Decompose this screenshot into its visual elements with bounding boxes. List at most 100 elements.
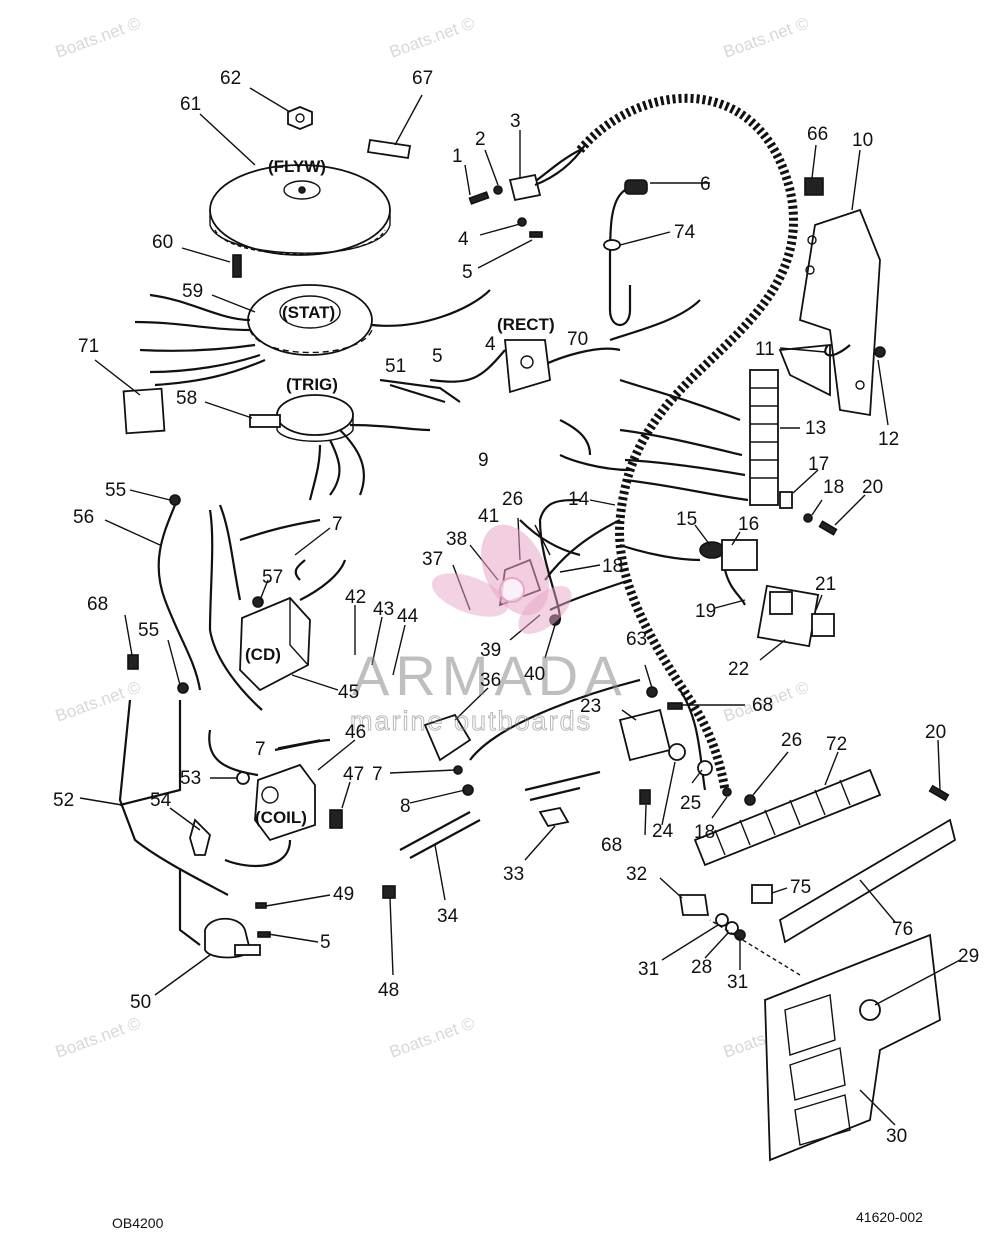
- washer-part: [715, 913, 729, 927]
- flywheel-nut: [287, 106, 313, 130]
- callout-26: 26: [781, 730, 802, 751]
- watermark-text: Boats.net ©: [721, 13, 812, 61]
- screw-part: [127, 654, 139, 670]
- screw-part: [529, 231, 543, 238]
- coil-screw-part: [329, 809, 343, 829]
- callout-66: 66: [807, 124, 828, 145]
- watermark-text: Boats.net ©: [53, 13, 144, 61]
- callout-26: 26: [502, 489, 523, 510]
- terminal-block-part: [508, 173, 542, 202]
- washer-part: [453, 765, 463, 775]
- watermark-text: Boats.net ©: [387, 13, 478, 61]
- screw-part: [255, 902, 267, 909]
- screw-part: [818, 520, 838, 536]
- callout-7: 7: [332, 514, 343, 535]
- callout-43: 43: [373, 599, 394, 620]
- washer-part: [493, 185, 503, 195]
- watermark-text: Boats.net ©: [387, 1013, 478, 1061]
- callout-55: 55: [138, 620, 159, 641]
- callout-11: 11: [755, 339, 775, 360]
- stator-tag: (STAT): [282, 303, 335, 322]
- callout-7: 7: [372, 764, 383, 785]
- callout-10: 10: [852, 130, 873, 151]
- decal-part: [122, 387, 166, 435]
- callout-45: 45: [338, 682, 359, 703]
- jumper-part: [779, 491, 793, 509]
- watermark-text: Boats.net ©: [53, 1013, 144, 1061]
- callout-57: 57: [262, 567, 283, 588]
- callout-38: 38: [446, 529, 467, 550]
- terminal-strip-large: [693, 768, 882, 867]
- callout-16: 16: [738, 514, 759, 535]
- callout-55: 55: [105, 480, 126, 501]
- callout-51: 51: [385, 356, 406, 377]
- callout-22: 22: [728, 659, 749, 680]
- brand-tagline: marine outboards: [350, 706, 592, 736]
- callout-4: 4: [458, 229, 469, 250]
- callout-25: 25: [680, 793, 701, 814]
- callout-23: 23: [580, 696, 601, 717]
- callout-49: 49: [333, 884, 354, 905]
- cd-tag: (CD): [245, 645, 281, 664]
- callout-37: 37: [422, 549, 443, 570]
- wiring-lead: [119, 700, 182, 807]
- callout-59: 59: [182, 281, 203, 302]
- clip-part: [382, 885, 396, 899]
- coil-tag: (COIL): [255, 808, 307, 827]
- callout-31: 31: [638, 959, 659, 980]
- gasket-part: [769, 591, 793, 615]
- nut-part: [177, 682, 189, 694]
- fuse-holder-part: [678, 894, 710, 916]
- callout-15: 15: [676, 509, 697, 530]
- clip-part: [804, 177, 824, 196]
- figure-code-left: OB4200: [112, 1215, 164, 1231]
- rectifier-tag: (RECT): [497, 315, 555, 334]
- callout-71: 71: [78, 336, 99, 357]
- callout-46: 46: [345, 722, 366, 743]
- callout-74: 74: [674, 222, 696, 243]
- callout-32: 32: [626, 864, 647, 885]
- callout-20: 20: [862, 477, 883, 498]
- ignition-coil: [208, 729, 331, 868]
- callout-68: 68: [752, 695, 773, 716]
- jumper-part: [751, 884, 773, 904]
- rectifier: [389, 339, 551, 404]
- starter-solenoid: [618, 708, 713, 776]
- callout-4: 4: [485, 334, 496, 355]
- ground-wire: [824, 344, 851, 357]
- callout-50: 50: [130, 992, 151, 1013]
- flywheel-key-part: [366, 138, 412, 160]
- callout-53: 53: [180, 768, 201, 789]
- backing-plate: [778, 818, 957, 944]
- lead-wire: [157, 504, 202, 691]
- callout-17: 17: [808, 454, 829, 475]
- callout-62: 62: [220, 68, 241, 89]
- callout-24: 24: [652, 821, 674, 842]
- wiring-harness: [469, 93, 798, 791]
- screw-part: [667, 702, 683, 710]
- callout-28: 28: [691, 957, 712, 978]
- callout-33: 33: [503, 864, 524, 885]
- callout-36: 36: [480, 670, 501, 691]
- callout-52: 52: [53, 790, 74, 811]
- battery-cable: [529, 786, 581, 802]
- screw-part: [928, 784, 950, 802]
- wiring-lead: [118, 699, 229, 896]
- battery-cable: [399, 811, 471, 851]
- nut-part: [744, 794, 756, 806]
- callout-42: 42: [345, 587, 366, 608]
- nut-part: [169, 494, 181, 506]
- battery-cable: [524, 770, 601, 792]
- brand-name: ARMADA: [352, 644, 628, 707]
- callout-72: 72: [826, 734, 847, 755]
- washer-part: [803, 513, 813, 523]
- callout-layer: 62 67 61 60 59 71 58 1 2 3 4 5 6 74 66 1…: [53, 68, 979, 1147]
- cable-clamp-part: [538, 806, 570, 828]
- leader-lines: [79, 87, 961, 1126]
- flywheel: [209, 164, 391, 256]
- callout-13: 13: [805, 418, 826, 439]
- callout-63: 63: [626, 629, 647, 650]
- callout-60: 60: [152, 232, 173, 253]
- callout-5: 5: [432, 346, 443, 367]
